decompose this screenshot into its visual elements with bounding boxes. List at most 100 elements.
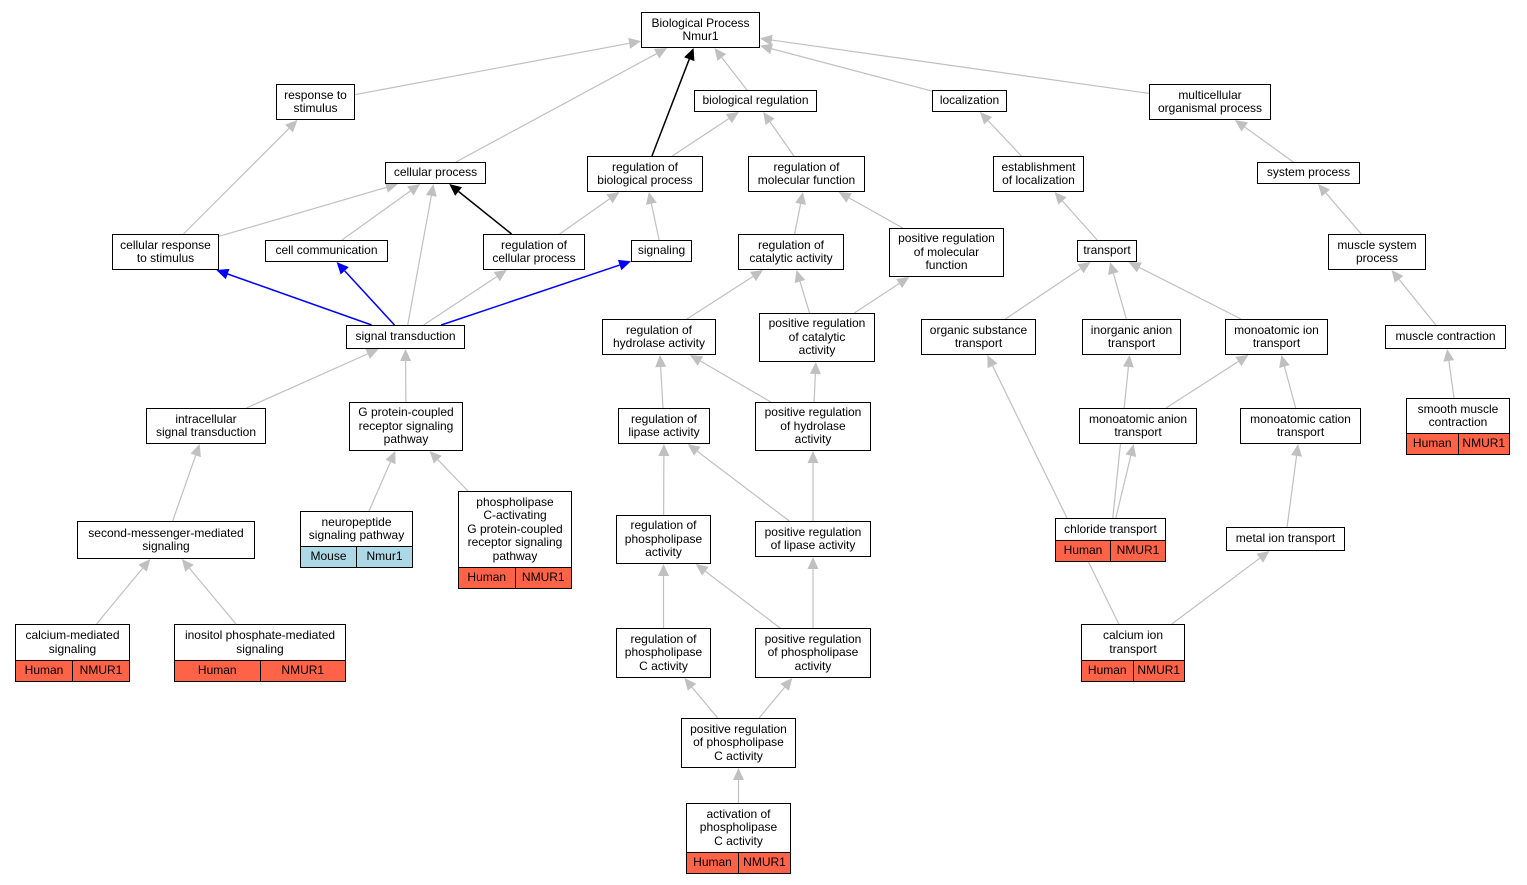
edge-arrowhead: [653, 48, 668, 59]
edge-inorganic-anion-transport-to-transport: [1112, 273, 1127, 320]
edge-cell-communication-to-cellular-process: [341, 190, 411, 241]
edge-regulation-of-lipase-activity-to-regulation-of-hydrolase-activity: [660, 366, 664, 409]
go-term-biological-regulation[interactable]: biological regulation: [694, 90, 817, 112]
edge-cellular-response-to-stimulus-to-response-to-stimulus: [183, 128, 290, 235]
go-term-label: regulation of phospholipase C activity: [624, 631, 703, 673]
edge-muscle-system-process-to-system-process: [1325, 192, 1362, 235]
go-term-regulation-of-molecular-function[interactable]: regulation of molecular function: [748, 156, 865, 192]
go-term-intracellular-signal-transduction[interactable]: intracellular signal transduction: [146, 408, 266, 444]
go-term-positive-regulation-of-phospholipase-activity[interactable]: positive regulation of phospholipase act…: [755, 628, 871, 678]
go-term-label: calcium-mediated signaling: [25, 628, 120, 656]
edge-positive-regulation-of-hydrolase-activity-to-positive-regulation-of-catalytic-activity: [813, 373, 816, 403]
go-term-monoatomic-ion-transport[interactable]: monoatomic ion transport: [1225, 319, 1328, 355]
go-term-root[interactable]: Biological Process Nmur1: [641, 12, 760, 48]
go-term-muscle-system-process[interactable]: muscle system process: [1328, 234, 1426, 270]
edge-arrowhead: [181, 559, 194, 572]
go-term-transport[interactable]: transport: [1077, 240, 1137, 262]
edge-positive-regulation-of-phospholipase-c-activity-to-positive-regulation-of-phospholipase-activity: [758, 686, 786, 719]
go-term-label: phospholipase C-activating G protein-cou…: [467, 494, 563, 563]
go-term-regulation-of-hydrolase-activity[interactable]: regulation of hydrolase activity: [602, 319, 716, 355]
edge-arrowhead: [384, 182, 398, 193]
edge-signaling-to-regulation-of-biological-process: [650, 203, 660, 241]
go-term-monoatomic-anion-transport[interactable]: monoatomic anion transport: [1079, 408, 1197, 444]
edge-arrowhead: [714, 48, 727, 61]
go-term-label: muscle contraction: [1395, 329, 1496, 344]
go-term-cellular-process[interactable]: cellular process: [385, 162, 486, 184]
edge-arrowhead: [429, 451, 442, 464]
go-term-multicellular-organismal-process[interactable]: multicellular organismal process: [1149, 84, 1271, 120]
edge-arrowhead: [628, 37, 641, 49]
go-term-label: calcium ion transport: [1102, 628, 1164, 656]
edge-localization-to-root: [771, 48, 933, 92]
edge-arrowhead: [760, 43, 774, 55]
edge-arrowhead: [1443, 349, 1455, 362]
go-term-label: muscle system process: [1337, 237, 1417, 265]
edge-arrowhead: [749, 270, 764, 282]
go-term-regulation-of-cellular-process[interactable]: regulation of cellular process: [483, 234, 585, 270]
edge-monoatomic-cation-transport-to-monoatomic-ion-transport: [1283, 366, 1297, 409]
go-term-metal-ion-transport[interactable]: metal ion transport: [1226, 527, 1345, 551]
go-term-regulation-of-lipase-activity[interactable]: regulation of lipase activity: [618, 408, 710, 444]
go-term-cellular-response-to-stimulus[interactable]: cellular response to stimulus: [112, 234, 219, 270]
go-term-label: cell communication: [275, 243, 378, 258]
go-term-label: regulation of biological process: [597, 159, 693, 187]
go-term-second-messenger-mediated-signaling[interactable]: second-messenger-mediated signaling: [77, 521, 255, 559]
edge-arrowhead: [617, 259, 631, 271]
go-term-response-to-stimulus[interactable]: response to stimulus: [276, 84, 355, 120]
annotation-row: Human NMUR1: [1407, 433, 1509, 454]
go-term-label: activation of phospholipase C activity: [699, 806, 778, 848]
edge-multicellular-organismal-process-to-root: [771, 39, 1150, 94]
go-term-label: regulation of catalytic activity: [749, 237, 833, 265]
go-term-organic-substance-transport[interactable]: organic substance transport: [921, 319, 1036, 355]
edge-arrowhead: [190, 444, 201, 458]
gene-cell: NMUR1: [1132, 661, 1185, 681]
go-term-positive-regulation-of-phospholipase-c-activity[interactable]: positive regulation of phospholipase C a…: [681, 718, 796, 768]
go-term-positive-regulation-of-hydrolase-activity[interactable]: positive regulation of hydrolase activit…: [755, 402, 871, 451]
go-term-system-process[interactable]: system process: [1257, 162, 1360, 184]
go-term-label: multicellular organismal process: [1157, 87, 1263, 115]
gene-cell: NMUR1: [1457, 434, 1510, 454]
go-term-regulation-of-catalytic-activity[interactable]: regulation of catalytic activity: [738, 234, 844, 270]
go-term-phospholipase-c-activating-gpcr-pathway[interactable]: phospholipase C-activating G protein-cou…: [458, 491, 572, 589]
go-term-cell-communication[interactable]: cell communication: [265, 240, 388, 262]
go-term-monoatomic-cation-transport[interactable]: monoatomic cation transport: [1240, 408, 1361, 444]
go-term-label: regulation of hydrolase activity: [612, 322, 706, 350]
species-cell: Human: [693, 855, 732, 870]
go-term-muscle-contraction[interactable]: muscle contraction: [1385, 325, 1506, 349]
go-term-label: monoatomic cation transport: [1250, 411, 1351, 439]
go-term-gpcr-signaling-pathway[interactable]: G protein-coupled receptor signaling pat…: [349, 402, 463, 451]
edge-arrowhead: [1077, 262, 1091, 274]
go-term-establishment-of-localization[interactable]: establishment of localization: [993, 156, 1084, 192]
go-term-label: metal ion transport: [1235, 531, 1336, 546]
edge-arrowhead: [407, 184, 421, 196]
go-term-label: G protein-coupled receptor signaling pat…: [358, 405, 454, 447]
go-term-label: Biological Process Nmur1: [651, 15, 750, 43]
go-term-inorganic-anion-transport[interactable]: inorganic anion transport: [1082, 319, 1181, 355]
go-term-regulation-of-phospholipase-c-activity[interactable]: regulation of phospholipase C activity: [616, 628, 711, 678]
go-term-regulation-of-biological-process[interactable]: regulation of biological process: [587, 156, 703, 192]
go-term-label: inositol phosphate-mediated signaling: [184, 628, 336, 656]
go-term-positive-regulation-of-molecular-function[interactable]: positive regulation of molecular functio…: [889, 228, 1004, 277]
species-cell: Mouse: [310, 549, 347, 564]
go-term-localization[interactable]: localization: [932, 90, 1007, 112]
go-term-signaling[interactable]: signaling: [631, 240, 692, 262]
species-cell: Human: [1412, 436, 1452, 451]
edge-arrowhead: [493, 270, 507, 282]
go-term-positive-regulation-of-lipase-activity[interactable]: positive regulation of lipase activity: [755, 521, 871, 557]
go-term-signal-transduction[interactable]: signal transduction: [346, 325, 465, 349]
go-term-label: positive regulation of phospholipase C a…: [690, 721, 787, 763]
go-term-positive-regulation-of-catalytic-activity[interactable]: positive regulation of catalytic activit…: [759, 313, 875, 362]
edge-arrowhead: [606, 192, 620, 204]
go-term-regulation-of-phospholipase-activity[interactable]: regulation of phospholipase activity: [616, 515, 711, 564]
edge-positive-regulation-of-lipase-activity-to-regulation-of-lipase-activity: [696, 450, 790, 522]
